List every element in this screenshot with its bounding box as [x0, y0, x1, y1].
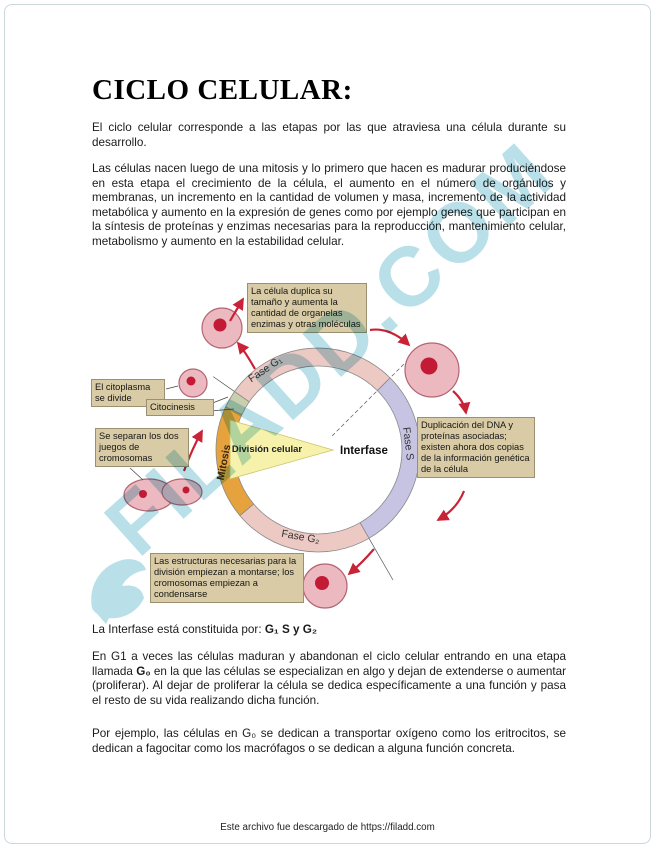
paragraph-growth: Las células nacen luego de una mitosis y… — [92, 162, 566, 248]
arrow-to-daughter-cells — [236, 341, 256, 370]
arrow-to-g2-cell — [347, 548, 375, 576]
cell-cycle-diagram: Fase G₁ Fase S Fase G₂ Mitosis División … — [0, 283, 655, 623]
paragraph-intro: El ciclo celular corresponde a las etapa… — [92, 121, 566, 149]
arrow-to-citocinesis — [182, 429, 203, 472]
footer-text: Este archivo fue descargado de https://f… — [220, 822, 435, 833]
fase-g2-segment — [239, 503, 370, 553]
cycle-ring — [215, 347, 421, 553]
paragraph-g0: En G1 a veces las células maduran y aban… — [92, 650, 566, 708]
paragraph-g0-pre: En G1 a veces las células maduran y aban… — [92, 650, 566, 678]
g0-bold: G₀ — [136, 664, 151, 678]
arrow-into-s-phase — [452, 390, 471, 415]
paragraph-examples: Por ejemplo, las células en G₀ se dedica… — [92, 727, 566, 755]
cells — [123, 307, 460, 609]
callout-cytoplasm-divides: El citoplasma se divide — [91, 379, 165, 407]
callout-cell-growth: La célula duplica su tamaño y aumenta la… — [247, 283, 367, 333]
chromosome-set-2 — [182, 486, 190, 494]
callout-division-structures: Las estructuras necesarias para la divis… — [150, 553, 304, 603]
g2-cell-nucleus — [315, 576, 329, 590]
interfase-composition-text: La Interfase está constituida por: — [92, 623, 265, 636]
division-celular-label: División celular — [232, 444, 303, 455]
citocinesis-segment — [225, 390, 250, 416]
g1-cell-nucleus — [420, 357, 438, 375]
cycle-arrows — [182, 297, 471, 576]
paragraph-g0-post: en la que las células se especializan en… — [92, 664, 566, 707]
callout-dna-duplication: Duplicación del DNA y proteínas asociada… — [417, 417, 535, 478]
page-title: CICLO CELULAR: — [92, 74, 353, 106]
callout-citocinesis: Citocinesis — [146, 399, 214, 416]
arrow-to-g1-cell — [369, 328, 411, 347]
arrow-into-g2-phase — [436, 490, 466, 521]
daughter-cell-1-nucleus — [213, 318, 227, 332]
division-wedge — [229, 419, 335, 480]
dividing-cell-lobe-2 — [161, 478, 203, 506]
interfase-composition-line: La Interfase está constituida por: G₁ S … — [92, 623, 566, 638]
interfase-label: Interfase — [340, 445, 388, 457]
chromosome-set-1 — [139, 490, 147, 498]
interfase-phases-bold: G₁ S y G₂ — [264, 623, 318, 636]
daughter-cell-2-nucleus — [186, 376, 196, 386]
cell-cycle-svg: Fase G₁ Fase S Fase G₂ Mitosis División … — [123, 297, 471, 609]
fase-s-label: Fase S — [400, 426, 416, 460]
callout-chromosome-sets: Se separan los dos juegos de cromosomas — [95, 428, 189, 467]
arrow-growth-up — [229, 297, 244, 322]
